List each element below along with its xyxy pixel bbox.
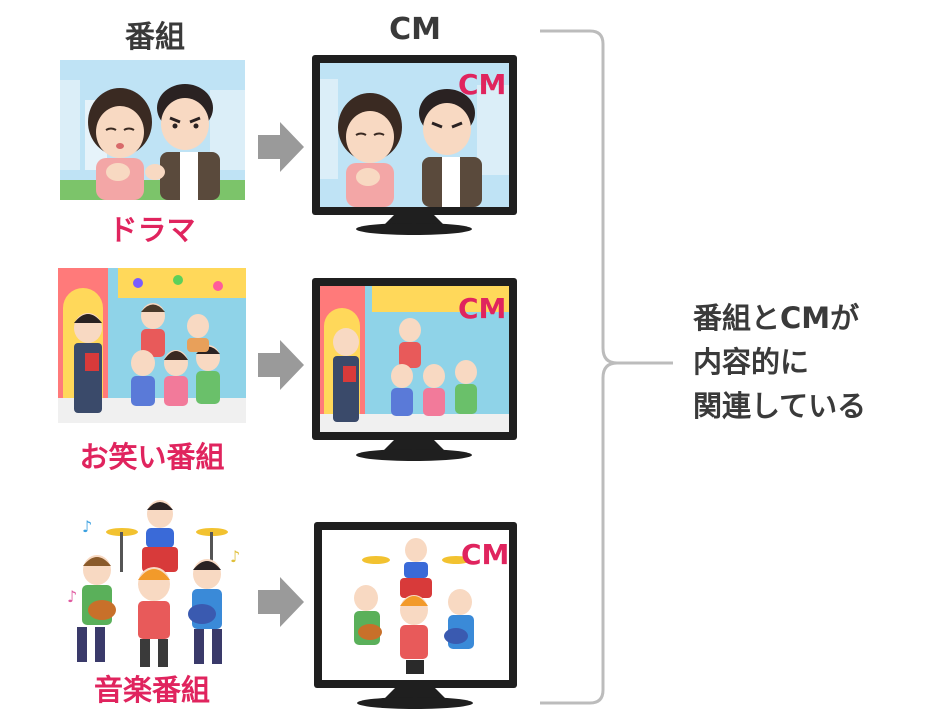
- svg-text:♪: ♪: [67, 587, 77, 606]
- music-band-illustration: ♪ ♪ ♪: [62, 492, 252, 672]
- tv-monitor-comedy: [312, 278, 517, 461]
- cm-column-header: CM: [389, 12, 441, 47]
- summary-line-3: 関連している: [693, 389, 867, 423]
- program-column-header: 番組: [125, 20, 185, 55]
- arrow-right-icon: [258, 577, 304, 627]
- drama-scene: [60, 60, 245, 200]
- comedy-scene: [58, 268, 246, 423]
- arrow-right-icon: [258, 340, 304, 390]
- program-label-music: 音楽番組: [93, 673, 210, 707]
- summary-line-2: 内容的に: [693, 345, 810, 379]
- drama-illustration: [60, 60, 245, 200]
- arrow-right-icon: [258, 122, 304, 172]
- cm-tag-music: CM: [461, 538, 510, 571]
- music-scene: ♪ ♪ ♪: [62, 492, 252, 672]
- cm-tag-drama: CM: [458, 68, 507, 101]
- program-label-drama: ドラマ: [108, 213, 196, 247]
- svg-text:♪: ♪: [230, 547, 240, 566]
- curly-bracket: [540, 29, 673, 705]
- comedy-illustration: [58, 268, 246, 423]
- program-label-comedy: お笑い番組: [79, 440, 225, 474]
- summary-line-1: 番組とCMが: [693, 301, 860, 335]
- tv-monitor-drama: [312, 55, 517, 235]
- cm-tag-comedy: CM: [458, 292, 507, 325]
- summary-text: 番組とCMが 内容的に 関連している: [693, 296, 913, 428]
- svg-text:♪: ♪: [82, 517, 92, 536]
- tv-monitor-music: [314, 522, 517, 709]
